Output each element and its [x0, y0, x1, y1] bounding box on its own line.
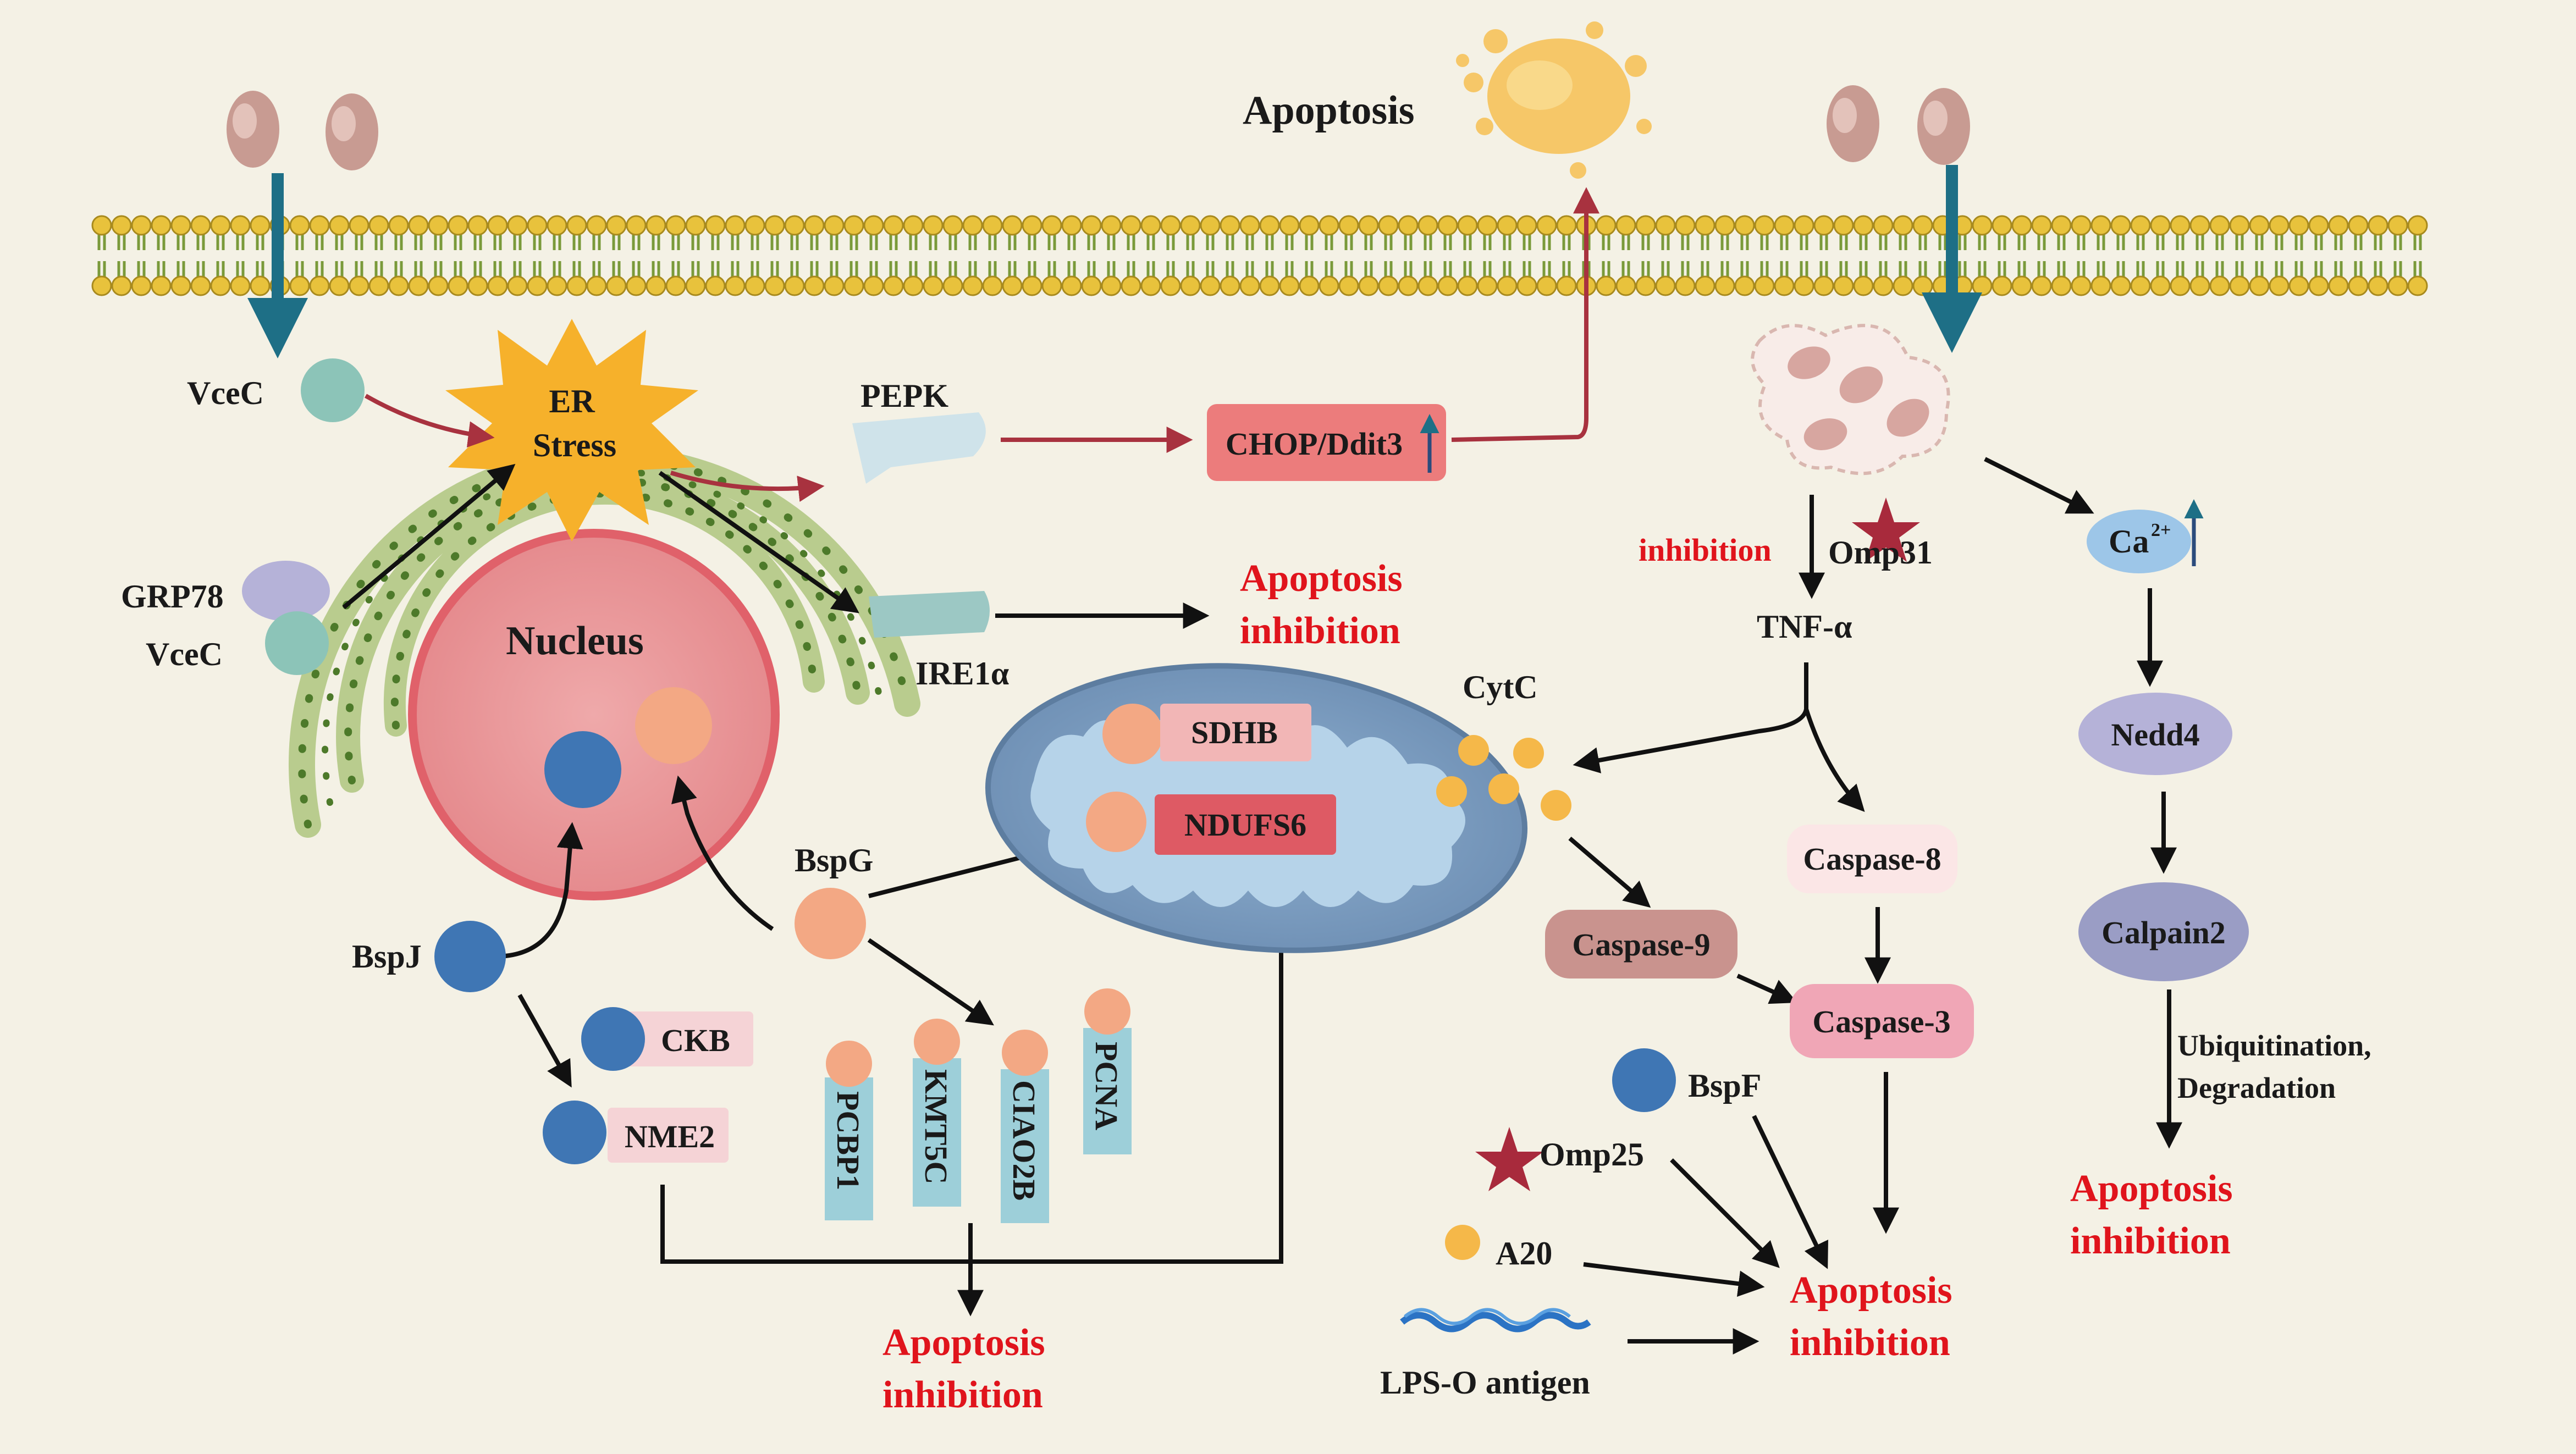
grp78-label: GRP78 [121, 578, 224, 615]
omp31-label: Omp31 [1828, 534, 1933, 571]
right-apoptosis-inhibition-2: inhibition [2070, 1220, 2231, 1262]
calpain2-label: Calpain2 [2101, 915, 2226, 950]
ubiquitination-label-2: Degradation [2177, 1071, 2336, 1104]
apoptotic-cell-icon [1456, 21, 1652, 179]
bspg-protein [795, 888, 866, 959]
pepk-receptor [852, 412, 986, 484]
grp78-protein [242, 561, 330, 621]
er-stress-label-1: ER [549, 383, 595, 419]
ckb-label: CKB [661, 1022, 730, 1058]
nedd4-node [2078, 693, 2232, 775]
a20-label: A20 [1496, 1235, 1552, 1271]
omp25-star-icon [1475, 1127, 1543, 1191]
nucleus-label: Nucleus [506, 618, 644, 664]
ire1a-apoptosis-inhibition-2: inhibition [1240, 610, 1400, 652]
a20-protein [1445, 1225, 1480, 1260]
vcec-top-label: VceC [187, 375, 264, 411]
ndufs6-protein [1086, 792, 1146, 852]
center-apoptosis-inhibition-2: inhibition [1790, 1322, 1950, 1364]
ciao2b-label: CIAO2B [1006, 1080, 1042, 1201]
caspase-9-label: Caspase-9 [1572, 927, 1710, 963]
bottom-apoptosis-inhibition-1: Apoptosis [882, 1322, 1045, 1364]
ubiquitination-label-1: Ubiquitination, [2177, 1029, 2371, 1062]
bspj-label: BspJ [352, 938, 422, 975]
pepk-label: PEPK [860, 378, 948, 414]
bspf-protein [1612, 1048, 1676, 1112]
sdhb-protein [1102, 704, 1163, 764]
apoptosis-label: Apoptosis [1243, 88, 1415, 133]
lps-wave-icon-2 [1404, 1308, 1571, 1325]
er-stress-label-2: Stress [533, 427, 616, 463]
nme2-label: NME2 [625, 1119, 715, 1154]
caspase-3-label: Caspase-3 [1812, 1004, 1950, 1040]
lps-o-antigen-label: LPS-O antigen [1380, 1364, 1590, 1401]
cell-membrane [91, 215, 2436, 296]
bspg-nuclear-target [635, 687, 712, 764]
bottom-apoptosis-inhibition-2: inhibition [882, 1374, 1043, 1416]
tnf-alpha-label: TNF-α [1757, 609, 1852, 645]
bspg-label: BspG [795, 842, 873, 878]
ndufs6-box [1155, 794, 1336, 855]
chop-ddit3-label: CHOP/Ddit3 [1226, 426, 1403, 462]
receptor-left [227, 91, 378, 358]
caspase-8-label: Caspase-8 [1803, 841, 1941, 877]
calcium-ion [2087, 510, 2191, 573]
bspf-label: BspF [1688, 1068, 1761, 1104]
caspase-3-box [1790, 984, 1974, 1058]
sdhb-box [1160, 704, 1311, 761]
ckb-box [619, 1011, 753, 1066]
calcium-label: Ca [2109, 523, 2149, 560]
kmt5c-label: KMT5C [918, 1069, 954, 1184]
ire1a-apoptosis-inhibition-1: Apoptosis [1240, 557, 1403, 600]
caspase-8-box [1787, 825, 1957, 893]
caspase-9-box [1545, 910, 1737, 978]
pcna-label: PCNA [1089, 1042, 1124, 1130]
pcbp1-label: PCBP1 [830, 1091, 866, 1190]
ckb-binding-bspj [581, 1007, 645, 1071]
ndufs6-label: NDUFS6 [1184, 807, 1306, 843]
vesicle-cluster [1751, 324, 1950, 476]
calpain2-node [2078, 882, 2249, 981]
calcium-superscript: 2+ [2151, 520, 2171, 540]
er-signal-arrows-red [365, 187, 1599, 502]
right-arrows-black [1568, 457, 2182, 1355]
ire1a-receptor [869, 591, 990, 638]
bspg-targets [825, 988, 1132, 1223]
cytc-particles [1436, 735, 1571, 821]
cytc-label: CytC [1463, 669, 1538, 705]
bspj-protein [434, 921, 506, 992]
center-apoptosis-inhibition-1: Apoptosis [1790, 1269, 1952, 1312]
nedd4-label: Nedd4 [2111, 717, 2199, 753]
sdhb-label: SDHB [1191, 715, 1278, 750]
lps-wave-icon [1400, 1312, 1591, 1333]
omp31-star-icon [1852, 497, 1920, 562]
nucleus [408, 529, 780, 900]
vcec-bottom-label: VceC [146, 636, 223, 672]
bspj-nuclear-target [544, 731, 621, 808]
ire1a-label: IRE1α [915, 655, 1009, 692]
vcec-bottom-protein [265, 611, 329, 675]
omp25-label: Omp25 [1540, 1136, 1644, 1173]
inhibition-label: inhibition [1639, 532, 1772, 568]
right-apoptosis-inhibition-1: Apoptosis [2070, 1168, 2233, 1210]
nme2-binding-bspj [543, 1101, 606, 1164]
receptor-right [1827, 85, 1982, 353]
nme2-box [608, 1108, 729, 1163]
chop-ddit3-box [1207, 404, 1446, 481]
vcec-top-protein [301, 358, 365, 422]
